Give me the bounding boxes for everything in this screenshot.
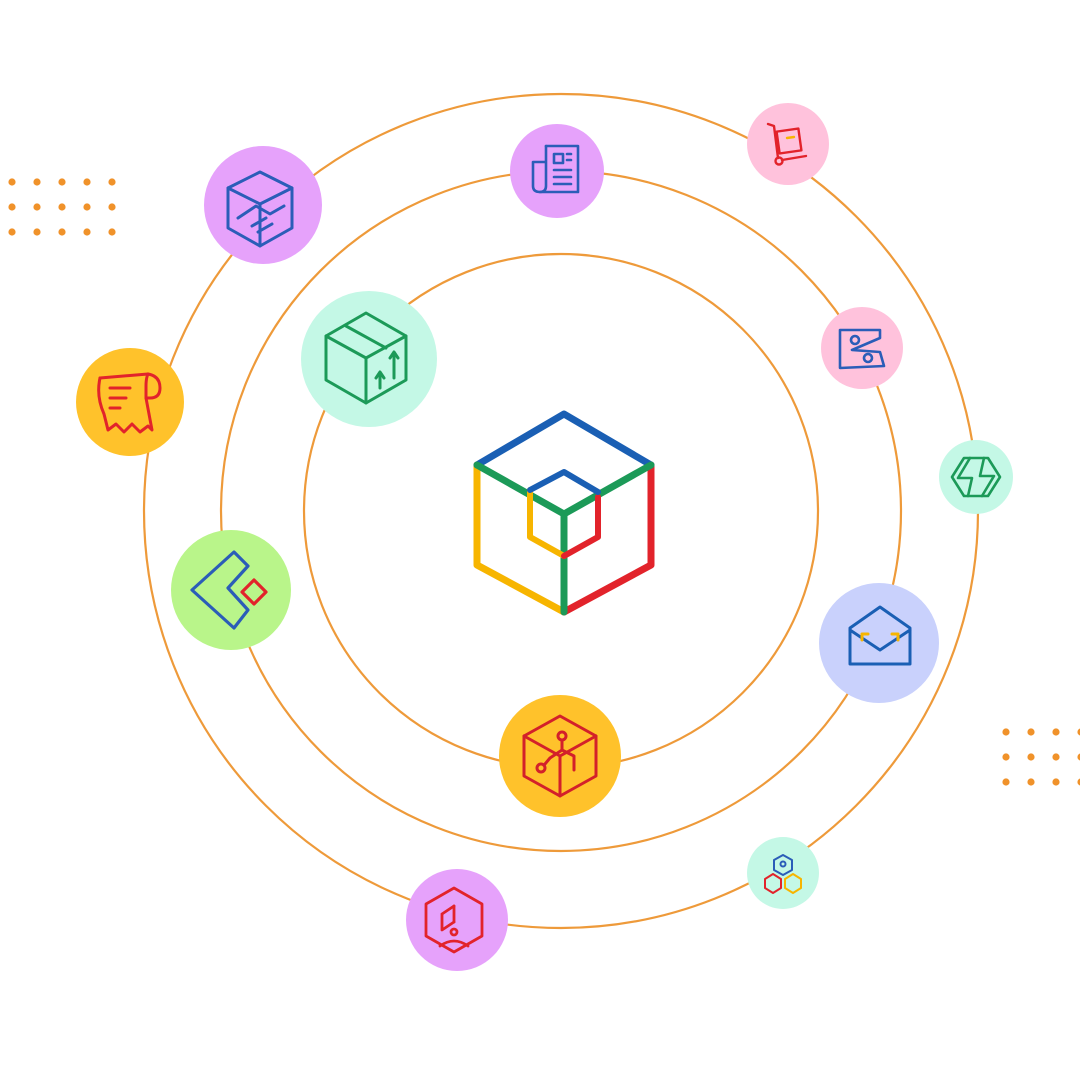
open-envelope-icon [819,583,939,703]
commerce-tag-icon [171,530,291,650]
decorative-dot [8,228,16,236]
decorative-dot [108,178,116,186]
decorative-dot [1027,778,1035,786]
decorative-dot [8,203,16,211]
decorative-dot [58,203,66,211]
decorative-dot [83,178,91,186]
connected-hexagons-icon [747,837,819,909]
decorative-dot [108,203,116,211]
sync-hexagon-icon [939,440,1013,514]
decorative-dot [1052,778,1060,786]
cube-logo-icon [473,410,655,616]
decorative-dot [1052,728,1060,736]
decorative-dot [83,228,91,236]
workflow-cube-icon [499,695,621,817]
package-icon [406,869,508,971]
decorative-dot [33,203,41,211]
decorative-dot [1002,753,1010,761]
decorative-dot [58,228,66,236]
decorative-dot [83,203,91,211]
decorative-dot [33,178,41,186]
decorative-dot [1077,753,1080,761]
decorative-dot [33,228,41,236]
dot-grid-left [8,178,116,236]
dot-grid-right [1002,728,1080,786]
receipt-icon [76,348,184,456]
decorative-dot [1027,753,1035,761]
books-icon [821,307,903,389]
inventory-cube-icon [301,291,437,427]
decorative-dot [58,178,66,186]
decorative-dot [8,178,16,186]
handshake-cube-icon [204,146,322,264]
decorative-dot [1002,778,1010,786]
decorative-dot [108,228,116,236]
document-icon [510,124,604,218]
hand-truck-icon [747,103,829,185]
decorative-dot [1027,728,1035,736]
decorative-dot [1077,728,1080,736]
decorative-dot [1002,728,1010,736]
decorative-dot [1052,753,1060,761]
decorative-dot [1077,778,1080,786]
